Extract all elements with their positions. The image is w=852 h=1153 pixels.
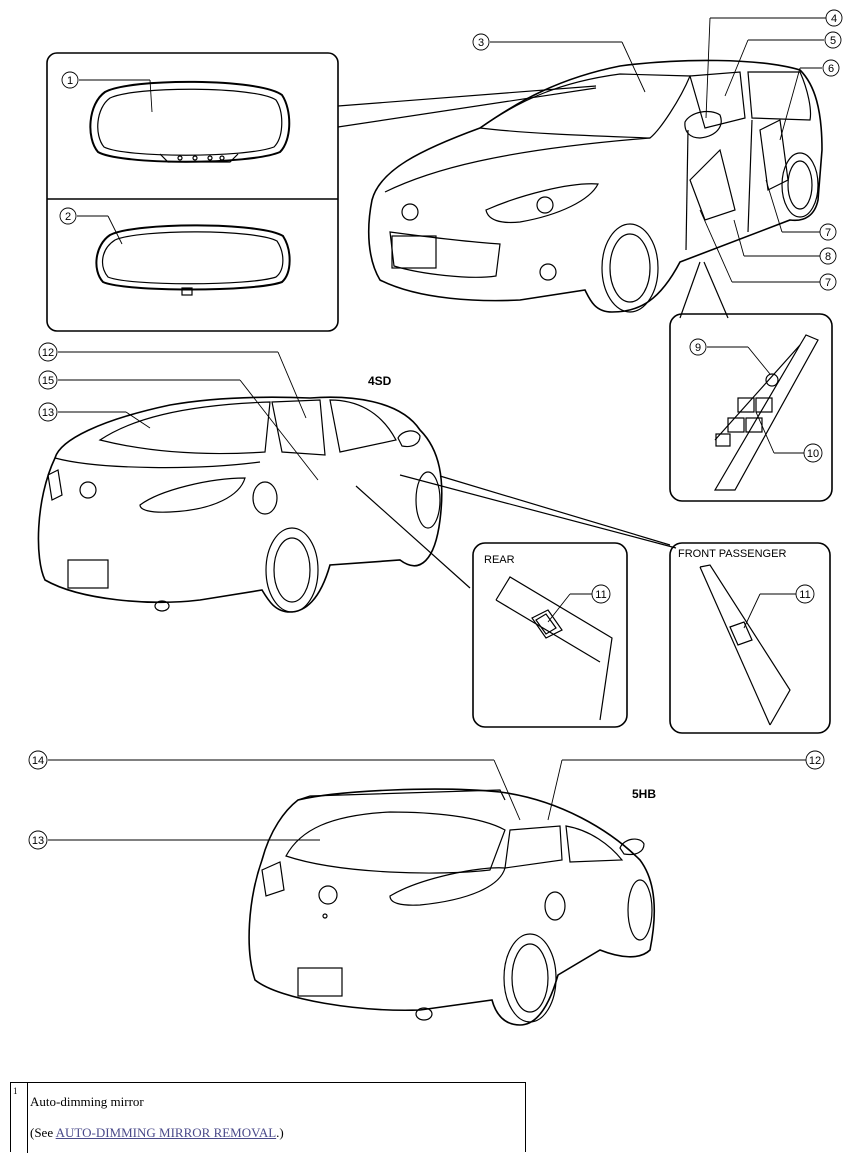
callout-10: 10 [803, 443, 823, 463]
legend-see-prefix: (See [30, 1125, 56, 1140]
svg-text:14: 14 [32, 755, 44, 767]
front-passenger-inset-label: FRONT PASSENGER [678, 548, 786, 560]
svg-text:12: 12 [42, 347, 54, 359]
hatchback-rear-view [248, 788, 656, 1026]
diagram-labels: 4SD 5HB REAR FRONT PASSENGER [368, 374, 786, 801]
legend-see-reference: (See AUTO-DIMMING MIRROR REMOVAL.) [30, 1125, 284, 1141]
callout-7a: 7 [819, 223, 837, 241]
svg-text:1: 1 [67, 75, 73, 87]
callout-13-hatchback: 13 [28, 830, 48, 850]
callouts: 1 2 3 4 5 6 7 8 7 9 10 11 11 12 15 13 14… [28, 9, 843, 850]
callout-2: 2 [59, 207, 77, 225]
svg-text:7: 7 [825, 227, 831, 239]
callout-7b: 7 [819, 273, 837, 291]
svg-text:15: 15 [42, 375, 54, 387]
sedan-rear-view [37, 396, 677, 613]
front-passenger-switch-inset [669, 542, 831, 734]
svg-text:12: 12 [809, 755, 821, 767]
rear-switch-inset [472, 542, 628, 728]
svg-text:11: 11 [799, 589, 810, 601]
svg-text:13: 13 [32, 835, 44, 847]
auto-dimming-mirror-removal-link[interactable]: AUTO-DIMMING MIRROR REMOVAL [55, 1125, 277, 1140]
parts-location-diagram: 1 2 3 4 5 6 7 8 7 9 10 11 11 12 15 13 14… [28, 9, 843, 1026]
svg-text:11: 11 [595, 589, 606, 601]
svg-text:5: 5 [830, 35, 836, 47]
svg-text:2: 2 [65, 211, 71, 223]
callout-1: 1 [61, 71, 79, 89]
hatchback-front-view [367, 59, 823, 313]
callout-5: 5 [824, 31, 842, 49]
svg-text:9: 9 [695, 342, 701, 354]
svg-text:8: 8 [825, 251, 831, 263]
rear-inset-label: REAR [484, 554, 515, 566]
legend-number: 1 [13, 1086, 18, 1096]
svg-text:3: 3 [478, 37, 484, 49]
svg-text:7: 7 [825, 277, 831, 289]
svg-text:13: 13 [42, 407, 54, 419]
callout-8: 8 [819, 247, 837, 265]
callout-12-hatchback: 12 [805, 750, 825, 770]
mirror-inset [46, 52, 597, 332]
callout-3: 3 [472, 33, 490, 51]
callout-9: 9 [689, 338, 707, 356]
hatchback-label: 5HB [632, 787, 656, 801]
legend-title: Auto-dimming mirror [30, 1094, 144, 1109]
master-switch-inset [669, 261, 833, 502]
callout-4: 4 [825, 9, 843, 27]
callout-6: 6 [822, 59, 840, 77]
legend-see-suffix: .) [276, 1125, 284, 1140]
svg-text:6: 6 [828, 63, 834, 75]
legend-table: 1 Auto-dimming mirror (See AUTO-DIMMING … [10, 1082, 526, 1153]
auto-dimming-mirror [89, 80, 291, 163]
standard-mirror [95, 224, 291, 296]
svg-text:10: 10 [807, 448, 819, 460]
callout-15: 15 [38, 370, 58, 390]
callout-13-sedan: 13 [38, 402, 58, 422]
leader-lines [48, 17, 826, 841]
legend-column-divider [27, 1083, 28, 1153]
svg-text:4: 4 [831, 13, 837, 25]
callout-12-sedan: 12 [38, 342, 58, 362]
callout-14: 14 [28, 750, 48, 770]
callout-11-rear: 11 [591, 584, 611, 604]
callout-11-front-passenger: 11 [795, 584, 815, 604]
sedan-label: 4SD [368, 374, 392, 388]
